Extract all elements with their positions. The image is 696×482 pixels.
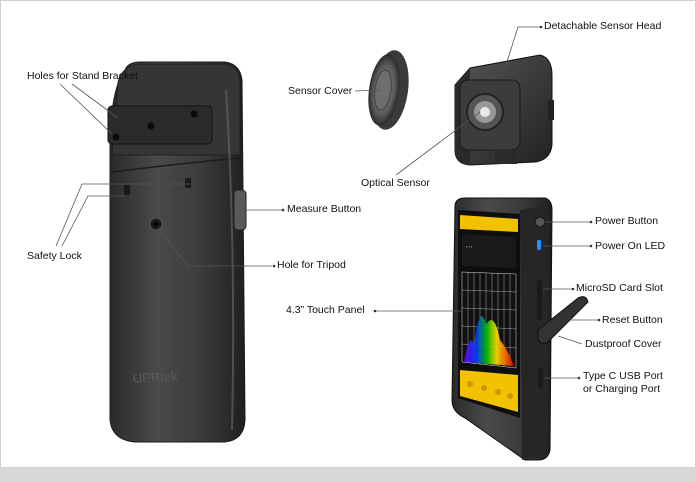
svg-text:▪ ▪ ▪: ▪ ▪ ▪ bbox=[466, 244, 473, 249]
optical-sensor bbox=[466, 93, 504, 131]
leader-safety-lock-2 bbox=[61, 195, 126, 247]
device-back-view: UPRtek bbox=[107, 61, 247, 443]
label-detachable-sensor-head: Detachable Sensor Head bbox=[544, 20, 662, 32]
leader-hole-tripod bbox=[157, 227, 272, 267]
leader-sensor-cover bbox=[354, 89, 381, 92]
power-button bbox=[534, 216, 546, 228]
label-hole-tripod: Hole for Tripod bbox=[277, 259, 346, 271]
bracket-hole-3 bbox=[190, 110, 198, 118]
label-usb-line2: or Charging Port bbox=[583, 383, 661, 395]
leader-optical-sensor bbox=[395, 111, 481, 176]
label-power-button: Power Button bbox=[595, 215, 659, 227]
bracket-hole-1 bbox=[112, 133, 120, 141]
bottom-strip bbox=[0, 468, 696, 482]
leader-safety-lock bbox=[55, 183, 190, 247]
device-front-view: ▪ ▪ ▪ bbox=[451, 197, 589, 461]
label-power-on-led: Power On LED bbox=[595, 240, 666, 252]
stand-bracket bbox=[107, 105, 213, 145]
leader-holes-stand-bracket-2 bbox=[71, 83, 119, 119]
power-on-led bbox=[537, 240, 541, 250]
label-optical-sensor: Optical Sensor bbox=[361, 177, 430, 189]
microsd-slot bbox=[537, 280, 542, 320]
touch-panel: ▪ ▪ ▪ bbox=[458, 210, 520, 418]
label-sensor-cover: Sensor Cover bbox=[288, 85, 353, 97]
detachable-sensor-head bbox=[454, 54, 554, 166]
label-measure-button: Measure Button bbox=[287, 203, 362, 215]
brand-text: UPRtek bbox=[132, 369, 178, 386]
safety-lock-notch-left bbox=[124, 185, 130, 195]
label-dustproof-cover: Dustproof Cover bbox=[585, 338, 662, 350]
label-holes-stand-bracket: Holes for Stand Bracket bbox=[27, 70, 138, 82]
label-microsd-slot: MicroSD Card Slot bbox=[576, 282, 663, 294]
measure-button bbox=[233, 189, 247, 231]
label-reset-button: Reset Button bbox=[602, 314, 663, 326]
leader-detachable-head bbox=[504, 26, 540, 69]
leader-lines bbox=[55, 26, 598, 379]
sensor-cover bbox=[368, 50, 409, 130]
label-usb-line1: Type C USB Port bbox=[583, 370, 663, 382]
usb-port bbox=[538, 368, 543, 388]
bracket-hole-2 bbox=[147, 122, 155, 130]
leader-dustproof bbox=[557, 335, 583, 345]
label-touch-panel: 4.3” Touch Panel bbox=[286, 304, 365, 316]
safety-lock-notch-right bbox=[185, 178, 191, 188]
label-safety-lock: Safety Lock bbox=[27, 250, 82, 262]
leader-holes-stand-bracket bbox=[59, 83, 113, 135]
dustproof-cover bbox=[537, 296, 589, 344]
